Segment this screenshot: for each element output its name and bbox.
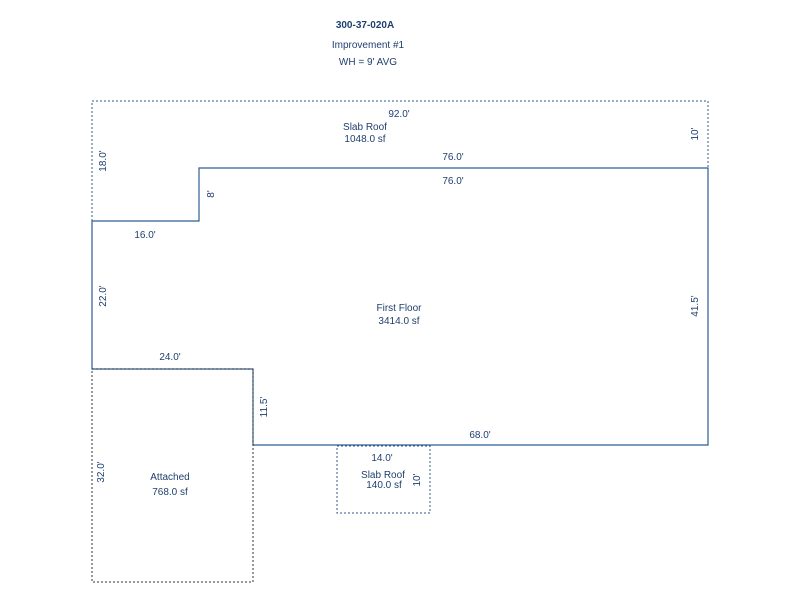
attached-name: Attached <box>150 472 189 483</box>
dim-step-115: 11.5' <box>259 397 270 418</box>
improvement-label: Improvement #1 <box>332 40 405 51</box>
dim-inner-76-top: 76.0' <box>442 152 463 163</box>
dim-left-32: 32.0' <box>96 461 107 482</box>
first-floor-name: First Floor <box>377 303 423 314</box>
dim-step-16: 16.0' <box>134 230 155 241</box>
dim-bottom-24: 24.0' <box>159 352 180 363</box>
dim-inner-76-bottom: 76.0' <box>442 176 463 187</box>
slab-roof-top-name: Slab Roof <box>343 122 387 133</box>
dim-top-92: 92.0' <box>388 109 409 120</box>
slab-roof-top-area: 1048.0 sf <box>344 134 385 145</box>
wall-height-label: WH = 9' AVG <box>339 57 397 68</box>
dim-right-10: 10' <box>690 127 701 140</box>
attached-outline <box>91 368 254 583</box>
dim-small-14: 14.0' <box>371 453 392 464</box>
dim-left-22: 22.0' <box>98 285 109 306</box>
dim-small-10: 10' <box>412 473 423 486</box>
dim-bottom-68: 68.0' <box>469 430 490 441</box>
first-floor-area: 3414.0 sf <box>378 316 419 327</box>
attached-area: 768.0 sf <box>152 487 188 498</box>
slab-roof-small-area: 140.0 sf <box>366 480 402 491</box>
slab-roof-top-outline <box>91 100 709 221</box>
dim-step-8: 8' <box>206 190 217 198</box>
dim-right-415: 41.5' <box>690 295 701 316</box>
slab-roof-small-name: Slab Roof <box>361 470 405 481</box>
parcel-id: 300-37-020A <box>336 20 394 31</box>
dim-left-18: 18.0' <box>98 150 109 171</box>
